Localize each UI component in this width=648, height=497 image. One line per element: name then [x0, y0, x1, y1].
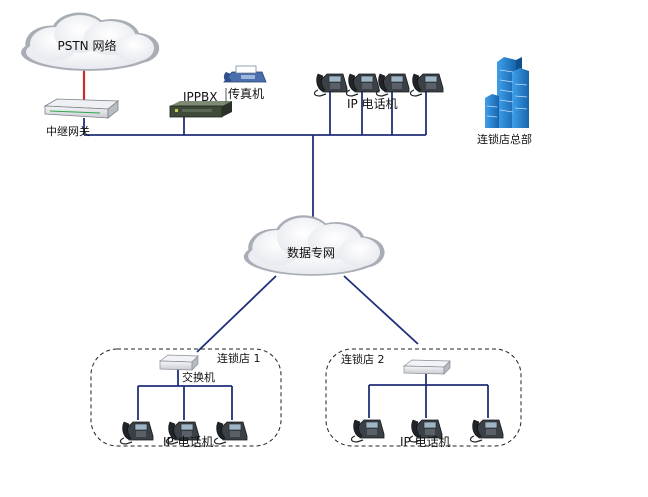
- store1-switch-label: 交换机: [182, 370, 215, 384]
- store1-phones-label: IP 电话机: [163, 435, 214, 449]
- store2-phones-label: IP 电话机: [400, 435, 451, 449]
- datanet-to-store1-link: [196, 275, 277, 353]
- store2-label: 连锁店 2: [341, 352, 385, 366]
- fax-icon: [223, 65, 267, 83]
- switch-icon: [158, 354, 199, 371]
- trunk-gateway-label: 中继网关: [46, 124, 90, 138]
- ippbx-device-icon: [169, 101, 232, 118]
- store1-label: 连锁店 1: [217, 351, 261, 365]
- store1-region: [90, 348, 282, 447]
- ip-phone-icon: [350, 419, 385, 443]
- ip-phone-icon: [213, 421, 248, 445]
- ip-phone-icon: [119, 421, 154, 445]
- ip-phone-icon: [469, 419, 504, 443]
- gateway-device-icon: [43, 98, 120, 119]
- building-icon: [485, 57, 529, 128]
- datanet-to-store2-link: [343, 275, 419, 345]
- ippbx-label: IPPBX: [183, 90, 217, 104]
- store2-region: [325, 348, 522, 447]
- switch-icon: [402, 359, 451, 375]
- fax-label: 传真机: [228, 86, 264, 101]
- pstn-cloud-label: PSTN 网络: [58, 38, 117, 53]
- network-links: [83, 92, 489, 420]
- hq-ip-phones: [313, 73, 444, 97]
- hq-label: 连锁店总部: [477, 132, 532, 146]
- data-network-label: 数据专网: [287, 245, 335, 260]
- hq-phones-label: IP 电话机: [347, 97, 398, 111]
